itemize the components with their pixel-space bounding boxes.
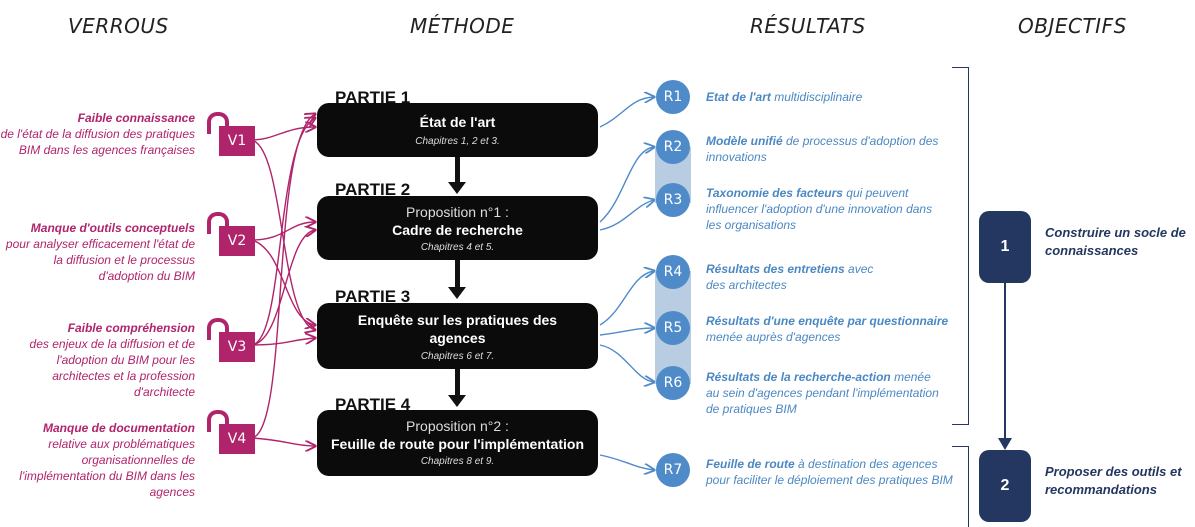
result-r5-bold: Résultats d'une enquête par questionnair… <box>706 314 949 328</box>
lock-icon: V3 <box>207 318 255 362</box>
verrou-2-desc: pour analyser efficacement l'état de la … <box>5 237 195 283</box>
header-methode: MÉTHODE <box>410 14 515 38</box>
verrou-2-id: V2 <box>219 226 255 256</box>
verrou-4-id: V4 <box>219 424 255 454</box>
result-r3-text: Taxonomie des facteurs qui peuvent influ… <box>706 185 941 233</box>
arrow-down-icon <box>448 395 466 407</box>
verrou-2-title: Manque d'outils conceptuels <box>30 221 195 235</box>
result-r1-badge: R1 <box>656 80 690 114</box>
partie-1-box: État de l'art Chapitres 1, 2 et 3. <box>317 103 598 157</box>
partie-2-title: Cadre de recherche <box>392 222 523 238</box>
objectif-2-badge: 2 <box>979 450 1031 522</box>
result-r4-rest: avec des architectes <box>706 262 874 292</box>
result-r5-rest: menée auprès d'agences <box>706 330 841 344</box>
result-r7-bold: Feuille de route <box>706 457 795 471</box>
flow-arrow <box>455 369 460 396</box>
verrou-4-title: Manque de documentation <box>42 421 195 435</box>
objectif-2-bracket <box>952 446 969 527</box>
partie-3-label: PARTIE 3 <box>335 287 411 306</box>
partie-1-label: PARTIE 1 <box>335 88 411 107</box>
result-r4-bold: Résultats des entretiens <box>706 262 845 276</box>
partie-2-chapters: Chapitres 4 et 5. <box>420 242 495 253</box>
partie-4-box: Proposition n°2 : Feuille de route pour … <box>317 410 598 476</box>
verrou-3-desc: des enjeux de la diffusion et de l'adopt… <box>29 337 195 399</box>
partie-2-subtitle: Proposition n°1 : <box>406 204 509 220</box>
result-r5-badge: R5 <box>656 311 690 345</box>
verrou-1-id: V1 <box>219 126 255 156</box>
result-r6-rest: menée au sein d'agences pendant l'implém… <box>706 370 939 416</box>
header-objectifs: OBJECTIFS <box>1018 14 1127 38</box>
result-r2-text: Modèle unifié de processus d'adoption de… <box>706 133 941 165</box>
result-r2-rest: de processus d'adoption des innovations <box>706 134 939 164</box>
partie-4-label: PARTIE 4 <box>335 395 411 414</box>
partie-3-box: Enquête sur les pratiques des agences Ch… <box>317 303 598 369</box>
result-r4-text: Résultats des entretiens avec des archit… <box>706 261 886 293</box>
result-r2-bold: Modèle unifié <box>706 134 783 148</box>
result-r7-rest: à destination des agences pour faciliter… <box>706 457 953 487</box>
objectif-1-badge: 1 <box>979 211 1031 283</box>
objectif-2-text: Proposer des outils et recommandations <box>1045 464 1182 497</box>
result-r7-badge: R7 <box>656 453 690 487</box>
result-r4-badge: R4 <box>656 255 690 289</box>
arrow-down-icon <box>448 182 466 194</box>
result-r3-bold: Taxonomie des facteurs <box>706 186 843 200</box>
result-r6-badge: R6 <box>656 366 690 400</box>
verrou-4-text: Manque de documentation relative aux pro… <box>0 420 195 500</box>
result-r5-text: Résultats d'une enquête par questionnair… <box>706 313 966 345</box>
partie-3-chapters: Chapitres 6 et 7. <box>420 351 495 362</box>
header-resultats: RÉSULTATS <box>750 14 866 38</box>
partie-1-chapters: Chapitres 1, 2 et 3. <box>415 136 500 147</box>
lock-icon: V2 <box>207 212 255 256</box>
partie-2-label: PARTIE 2 <box>335 180 411 199</box>
verrou-3-id: V3 <box>219 332 255 362</box>
verrou-3-text: Faible compréhension des enjeux de la di… <box>0 320 195 400</box>
result-r7-text: Feuille de route à destination des agenc… <box>706 456 956 488</box>
result-r1-text: Etat de l'art multidisciplinaire <box>706 89 966 105</box>
header-verrous: VERROUS <box>68 14 169 38</box>
verrou-1-desc: de l'état de la diffusion des pratiques … <box>0 127 195 157</box>
lock-icon: V1 <box>207 112 255 156</box>
verrou-1-title: Faible connaissance <box>77 111 195 125</box>
result-r1-bold: Etat de l'art <box>706 90 771 104</box>
verrou-3-title: Faible compréhension <box>67 321 195 335</box>
partie-4-chapters: Chapitres 8 et 9. <box>420 456 495 467</box>
partie-3-title: Enquête sur les pratiques des agences <box>357 312 558 346</box>
result-r6-bold: Résultats de la recherche-action <box>706 370 891 384</box>
partie-1-title: État de l'art <box>419 114 496 130</box>
arrow-down-icon <box>448 287 466 299</box>
partie-4-title: Feuille de route pour l'implémentation <box>330 436 585 452</box>
flow-arrow <box>455 260 460 288</box>
lock-icon: V4 <box>207 410 255 454</box>
verrou-2-text: Manque d'outils conceptuels pour analyse… <box>0 220 195 284</box>
objectif-1-bracket <box>952 67 969 425</box>
verrou-1-text: Faible connaissance de l'état de la diff… <box>0 110 195 158</box>
objectif-1-text: Construire un socle de connaissances <box>1045 225 1186 258</box>
partie-4-subtitle: Proposition n°2 : <box>406 418 509 434</box>
result-r3-rest: qui peuvent influencer l'adoption d'une … <box>706 186 933 232</box>
connector-lines <box>251 0 1012 516</box>
result-r6-text: Résultats de la recherche-action menée a… <box>706 369 946 417</box>
verrou-4-desc: relative aux problématiques organisation… <box>19 437 195 499</box>
result-r1-rest: multidisciplinaire <box>770 90 863 104</box>
partie-2-box: Proposition n°1 : Cadre de recherche Cha… <box>317 196 598 260</box>
flow-arrow <box>455 157 460 183</box>
result-r2-badge: R2 <box>656 130 690 164</box>
result-r3-badge: R3 <box>656 183 690 217</box>
